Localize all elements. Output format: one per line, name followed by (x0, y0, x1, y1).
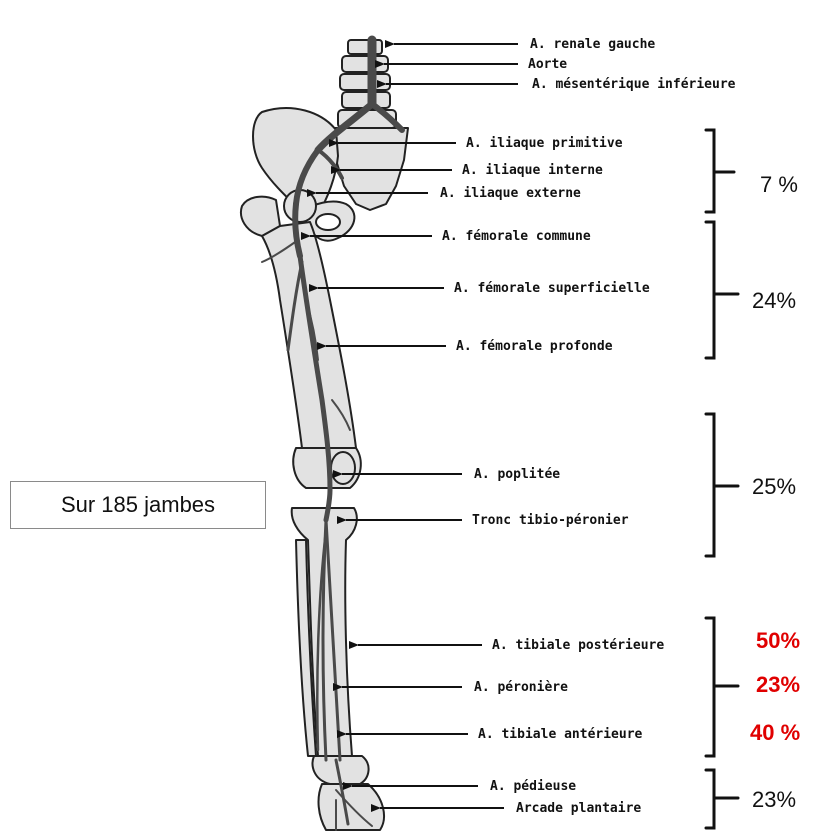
label-femorale-profonde: A. fémorale profonde (456, 340, 613, 354)
label-tibiale-anterieure: A. tibiale antérieure (478, 728, 642, 742)
pct-tibiale-anterieure: 40 % (750, 720, 800, 746)
label-iliaque-primitive: A. iliaque primitive (466, 137, 623, 151)
label-femorale-commune: A. fémorale commune (442, 230, 591, 244)
brace-iliac (706, 130, 734, 212)
label-pedieuse: A. pédieuse (490, 780, 576, 794)
label-tronc-tibio-peronier: Tronc tibio-péronier (472, 514, 629, 528)
label-aorte: Aorte (528, 58, 567, 72)
label-iliaque-interne: A. iliaque interne (462, 164, 603, 178)
popliteal (326, 490, 330, 520)
label-tibiale-posterieure: A. tibiale postérieure (492, 639, 664, 653)
label-femorale-superficielle: A. fémorale superficielle (454, 282, 650, 296)
pct-femoral: 24% (752, 288, 796, 314)
brace-femoral (706, 222, 738, 358)
pct-iliac: 7 % (760, 172, 798, 198)
label-mesenterique: A. mésentérique inférieure (532, 78, 736, 92)
pct-foot: 23% (752, 787, 796, 813)
label-arcade-plantaire: Arcade plantaire (516, 802, 641, 816)
brace-popliteal (706, 414, 738, 556)
pct-tibiale-posterieure: 50% (756, 628, 800, 654)
label-renale-gauche: A. renale gauche (530, 38, 655, 52)
brace-foot (706, 770, 738, 828)
pct-popliteal: 25% (752, 474, 796, 500)
label-peroniere: A. péronière (474, 681, 568, 695)
label-iliaque-externe: A. iliaque externe (440, 187, 581, 201)
label-poplitee: A. poplitée (474, 468, 560, 482)
brace-leg (706, 618, 738, 756)
braces (706, 130, 738, 828)
caption-box: Sur 185 jambes (10, 481, 266, 529)
caption-text: Sur 185 jambes (61, 492, 215, 518)
pct-peroniere: 23% (756, 672, 800, 698)
